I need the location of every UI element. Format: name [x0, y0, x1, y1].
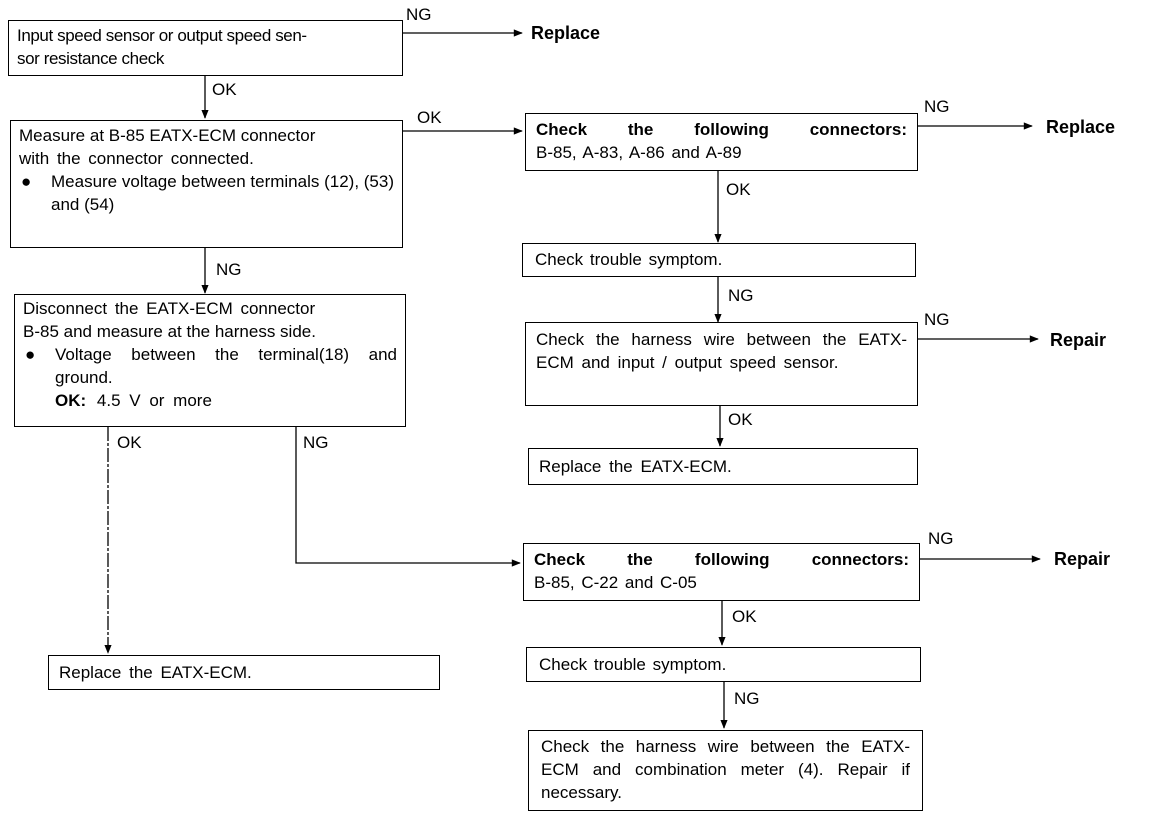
- edge-label-ng: NG: [924, 310, 950, 329]
- edge-label-ok: OK: [732, 607, 757, 626]
- step-check-connectors-b85-a83-a86-a89: Check the following connectors: B-85, A-…: [525, 113, 918, 171]
- edge-label-ok: OK: [728, 410, 753, 429]
- spec-label: OK:: [55, 391, 87, 410]
- step-text-line: B-85 and measure at the harness side.: [23, 322, 316, 341]
- step-check-connectors-b85-c22-c05: Check the following connectors: B-85, C-…: [523, 543, 920, 601]
- step-text-line: sor resistance check: [17, 49, 164, 68]
- outcome-repair: Repair: [1054, 549, 1111, 569]
- step-measure-b85-connected: Measure at B-85 EATX-ECM connector with …: [10, 120, 403, 248]
- step-text-line: Measure at B-85 EATX-ECM connector: [19, 126, 316, 145]
- step-text: Check trouble symptom.: [539, 655, 727, 674]
- step-replace-eatx-ecm: Replace the EATX-ECM.: [528, 448, 918, 485]
- edge-label-ng: NG: [216, 260, 242, 279]
- step-text: Check the harness wire between the EATX-…: [541, 737, 910, 802]
- edge-label-ng: NG: [406, 5, 432, 24]
- bullet-icon: ●: [25, 345, 36, 364]
- heading-word: Check: [536, 120, 588, 139]
- edge-label-ng: NG: [728, 286, 754, 305]
- step-speed-sensor-resistance-check: Input speed sensor or output speed sen- …: [8, 20, 403, 76]
- step-text-line: B-85, C-22 and C-05: [534, 573, 697, 592]
- heading-word: the: [627, 550, 653, 569]
- spec-value: 4.5 V or more: [96, 391, 212, 410]
- step-text: Replace the EATX-ECM.: [539, 457, 732, 476]
- edge-n3-n9: [295, 427, 521, 567]
- edge-label-ng: NG: [928, 529, 954, 548]
- heading-word: following: [694, 550, 770, 569]
- step-check-trouble-symptom: Check trouble symptom.: [522, 243, 916, 277]
- outcome-repair: Repair: [1050, 330, 1107, 350]
- heading-word: connectors:: [809, 120, 907, 139]
- heading-word: connectors:: [811, 550, 909, 569]
- step-text: Check trouble symptom.: [535, 250, 723, 269]
- step-heading: Check the following connectors:: [534, 548, 909, 571]
- outcome-replace: Replace: [531, 23, 601, 43]
- step-replace-eatx-ecm: Replace the EATX-ECM.: [48, 655, 440, 690]
- step-text: Check the harness wire between the EATX-…: [536, 330, 907, 372]
- edge-label-ng: NG: [303, 433, 329, 452]
- step-text-line: Input speed sensor or output speed sen-: [17, 26, 307, 45]
- edge-label-ok: OK: [117, 433, 142, 452]
- edge-label-ok: OK: [212, 80, 237, 99]
- step-check-harness-ecm-speed-sensor: Check the harness wire between the EATX-…: [525, 322, 918, 406]
- step-bullet-text: Voltage between the terminal(18) and gro…: [55, 345, 397, 387]
- bullet-icon: ●: [21, 172, 32, 191]
- edge-label-ng: NG: [734, 689, 760, 708]
- edge-label-ok: OK: [417, 108, 442, 127]
- outcome-replace: Replace: [1046, 117, 1116, 137]
- step-check-trouble-symptom: Check trouble symptom.: [526, 647, 921, 682]
- step-check-harness-ecm-combination-meter: Check the harness wire between the EATX-…: [528, 730, 923, 811]
- heading-word: following: [694, 120, 769, 139]
- step-text-line: with the connector connected.: [19, 149, 254, 168]
- step-bullet-text: Measure voltage between terminals (12), …: [51, 172, 394, 214]
- step-text: Replace the EATX-ECM.: [59, 663, 252, 682]
- edge-label-ok: OK: [726, 180, 751, 199]
- edge-label-ng: NG: [924, 97, 950, 116]
- step-text-line: Disconnect the EATX-ECM connector: [23, 299, 316, 318]
- step-heading: Check the following connectors:: [536, 118, 907, 141]
- step-disconnect-b85-measure-harness: Disconnect the EATX-ECM connector B-85 a…: [14, 294, 406, 427]
- heading-word: Check: [534, 550, 586, 569]
- heading-word: the: [627, 120, 654, 139]
- step-text-line: B-85, A-83, A-86 and A-89: [536, 143, 742, 162]
